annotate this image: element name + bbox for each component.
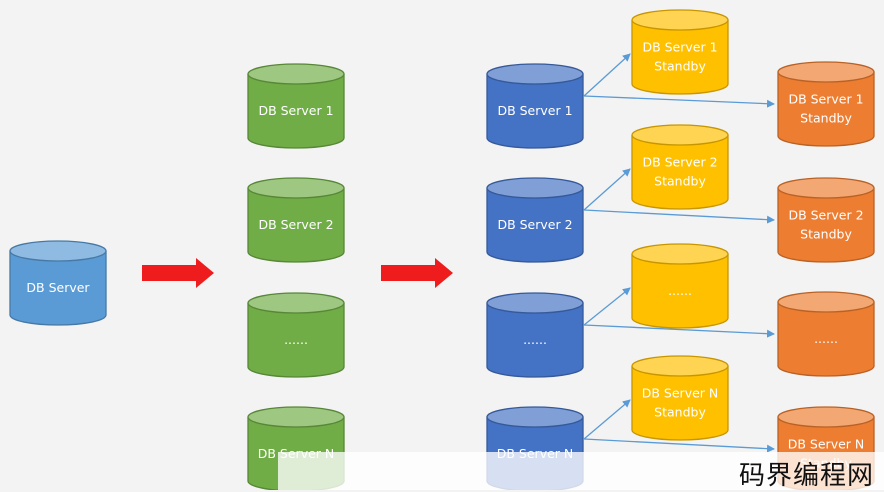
cylinder-top (247, 406, 345, 428)
cylinder-label: DB Server 2 (788, 208, 863, 223)
replication-arrow (583, 209, 775, 224)
primary-server: DB Server 2 (486, 177, 584, 263)
cylinder-top (486, 63, 584, 85)
shard-server: ...... (247, 292, 345, 378)
cylinder-top (247, 177, 345, 199)
cylinder-body (631, 20, 729, 95)
cylinder-label: Standby (800, 111, 852, 126)
cylinder-top (777, 177, 875, 199)
replication-arrow (583, 324, 775, 338)
cylinder-top (631, 243, 729, 265)
standby-server-a: DB Server 2 Standby (631, 124, 729, 210)
arrow-right-icon (142, 258, 214, 288)
cylinder-label: Standby (800, 227, 852, 242)
cylinder-body (777, 302, 875, 377)
standby-server-a: DB Server N Standby (631, 355, 729, 441)
cylinder-body (247, 74, 345, 149)
cylinder-top (631, 355, 729, 377)
primary-server: ...... (486, 292, 584, 378)
cylinder-body (777, 72, 875, 147)
standby-server-b: DB Server 1 Standby (777, 61, 875, 147)
cylinder-body (486, 188, 584, 263)
cylinder-label: ...... (814, 331, 838, 346)
shard-server: DB Server 1 (247, 63, 345, 149)
arrow-right-icon (381, 258, 453, 288)
shard-server: DB Server 2 (247, 177, 345, 263)
cylinder-label: DB Server 2 (497, 217, 572, 232)
standby-server-a: ...... (631, 243, 729, 329)
cylinder-top (9, 240, 107, 262)
primary-server: DB Server 1 (486, 63, 584, 149)
cylinder-body (247, 188, 345, 263)
standby-server-a: DB Server 1 Standby (631, 9, 729, 95)
cylinder-label: DB Server 2 (642, 155, 717, 170)
transition-arrows (142, 258, 453, 288)
cylinder-top (486, 177, 584, 199)
cylinder-label: DB Server 1 (258, 103, 333, 118)
connector-lines (583, 53, 775, 453)
cylinder-top (631, 124, 729, 146)
cylinder-top (247, 63, 345, 85)
cylinder-top (631, 9, 729, 31)
replication-arrow (583, 287, 631, 326)
cylinder-body (631, 366, 729, 441)
standby-server-b: ...... (777, 291, 875, 377)
cylinder-label: DB Server 1 (642, 40, 717, 55)
cylinder-body (631, 135, 729, 210)
cylinder-top (777, 291, 875, 313)
replication-arrow (583, 399, 631, 440)
db-server-origin: DB Server (9, 240, 107, 326)
cylinder-label: ...... (668, 283, 692, 298)
cylinder-label: ...... (284, 332, 308, 347)
cylinder-body (9, 251, 107, 326)
cylinder-label: ...... (523, 332, 547, 347)
cylinder-label: DB Server (26, 280, 90, 295)
watermark-banner (278, 452, 884, 490)
replication-arrow (583, 438, 775, 453)
cylinder-label: DB Server N (642, 386, 719, 401)
cylinder-label: DB Server 1 (497, 103, 572, 118)
cylinder-top (247, 292, 345, 314)
cylinder-label: Standby (654, 174, 706, 189)
database-cylinders: DB Server DB Server 1 DB Server 2...... DB … (9, 9, 875, 490)
cylinder-top (486, 292, 584, 314)
cylinder-top (777, 61, 875, 83)
cylinder-body (631, 254, 729, 329)
standby-server-b: DB Server 2 Standby (777, 177, 875, 263)
cylinder-top (486, 406, 584, 428)
cylinder-body (777, 188, 875, 263)
cylinder-label: DB Server N (788, 437, 865, 452)
cylinder-body (486, 303, 584, 378)
cylinder-body (486, 74, 584, 149)
cylinder-body (247, 303, 345, 378)
watermark-text: 码界编程网 (738, 461, 874, 491)
cylinder-label: Standby (654, 405, 706, 420)
cylinder-label: DB Server 2 (258, 217, 333, 232)
replication-arrow (583, 168, 631, 211)
replication-arrow (583, 95, 775, 108)
replication-arrow (583, 53, 631, 97)
cylinder-label: DB Server 1 (788, 92, 863, 107)
cylinder-label: Standby (654, 59, 706, 74)
cylinder-top (777, 406, 875, 428)
